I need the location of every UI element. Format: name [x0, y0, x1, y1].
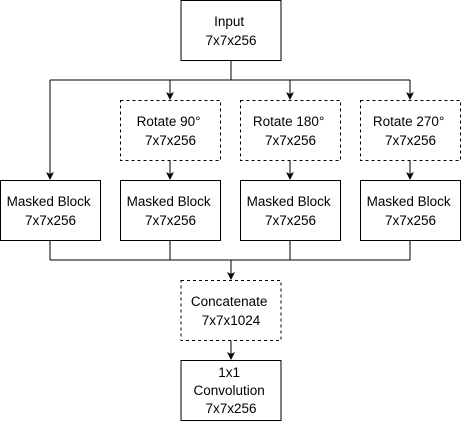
- node-rotate-90-shape: 7x7x256: [145, 133, 196, 148]
- node-convolution-label: Convolution: [193, 383, 264, 398]
- svg-text:1x1 Convolution 7x: 1x1 Convolution 7x7x256: [193, 365, 268, 416]
- node-concatenate-shape: 7x7x1024: [202, 313, 261, 328]
- node-concatenate: Concatenate 7x7x1024: [180, 280, 282, 341]
- svg-text:Concatenate 7x7x1024: Concatenate 7x7x1024: [191, 294, 271, 328]
- node-rotate-180-box: [240, 100, 341, 161]
- node-masked-block-4-label: Masked Block: [367, 194, 451, 209]
- svg-text:Rotate 90° 7x7x256: Rotate 90° 7x7x256: [137, 114, 205, 148]
- node-masked-block-4-shape: 7x7x256: [385, 213, 436, 228]
- node-convolution-kernel: 1x1: [218, 365, 240, 380]
- node-concatenate-box: [180, 280, 282, 341]
- node-rotate-90-label: Rotate 90°: [137, 114, 201, 129]
- node-masked-block-3-shape: 7x7x256: [265, 213, 316, 228]
- node-input-box: [180, 0, 282, 61]
- node-masked-block-1-box: [0, 180, 101, 241]
- node-rotate-180: Rotate 180° 7x7x256: [240, 100, 341, 161]
- node-masked-block-2: Masked Block 7x7x256: [120, 180, 221, 241]
- node-rotate-180-label: Rotate 180°: [253, 114, 324, 129]
- node-concatenate-label: Concatenate: [191, 294, 268, 309]
- node-rotate-90-box: [120, 100, 221, 161]
- node-masked-block-2-shape: 7x7x256: [145, 213, 196, 228]
- node-masked-block-1-shape: 7x7x256: [25, 213, 76, 228]
- node-rotate-270: Rotate 270° 7x7x256: [360, 100, 461, 161]
- node-convolution-shape: 7x7x256: [205, 401, 256, 416]
- node-masked-block-1-label: Masked Block: [7, 194, 91, 209]
- svg-text:Masked Block 7x7x256: Masked Block 7x7x256: [367, 194, 455, 228]
- node-convolution-box: [180, 360, 282, 421]
- node-convolution: 1x1 Convolution 7x7x256: [180, 360, 282, 421]
- svg-text:Rotate 270° 7x7x256: Rotate 270° 7x7x256: [373, 114, 448, 148]
- svg-text:Masked Block 7x7x256: Masked Block 7x7x256: [127, 194, 215, 228]
- node-masked-block-4: Masked Block 7x7x256: [360, 180, 461, 241]
- svg-text:Masked Block 7x7x256: Masked Block 7x7x256: [247, 194, 335, 228]
- node-masked-block-3: Masked Block 7x7x256: [240, 180, 341, 241]
- node-masked-block-4-box: [360, 180, 461, 241]
- node-rotate-180-shape: 7x7x256: [265, 133, 316, 148]
- node-rotate-270-label: Rotate 270°: [373, 114, 444, 129]
- node-masked-block-3-label: Masked Block: [247, 194, 331, 209]
- node-masked-block-3-box: [240, 180, 341, 241]
- svg-text:Input 7x7x256: Input 7x7x256: [205, 14, 256, 48]
- node-rotate-90: Rotate 90° 7x7x256: [120, 100, 221, 161]
- node-rotate-270-shape: 7x7x256: [385, 133, 436, 148]
- node-masked-block-2-label: Masked Block: [127, 194, 211, 209]
- node-input-label: Input: [214, 14, 244, 29]
- node-input: Input 7x7x256: [180, 0, 282, 61]
- svg-text:Rotate 180° 7x7x256: Rotate 180° 7x7x256: [253, 114, 328, 148]
- node-masked-block-2-box: [120, 180, 221, 241]
- node-rotate-270-box: [360, 100, 461, 161]
- node-input-shape: 7x7x256: [205, 33, 256, 48]
- connectors: [46, 60, 414, 360]
- svg-text:Masked Block 7x7x256: Masked Block 7x7x256: [7, 194, 95, 228]
- node-masked-block-1: Masked Block 7x7x256: [0, 180, 101, 241]
